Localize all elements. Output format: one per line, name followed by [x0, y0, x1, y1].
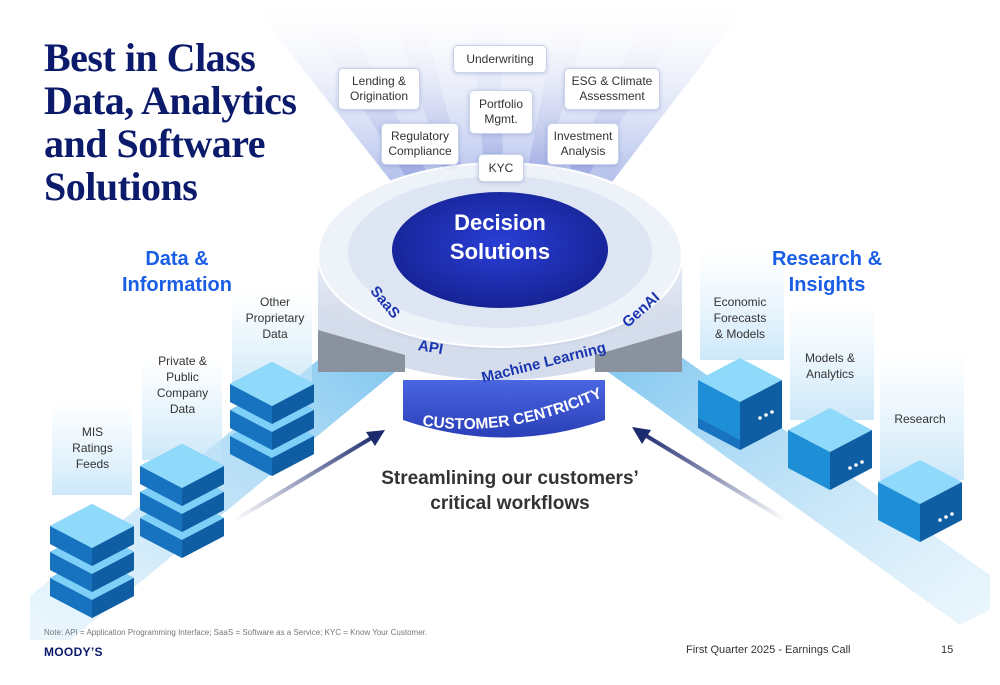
workflow-regulatory: Regulatory Compliance [381, 123, 459, 165]
workflow-kyc: KYC [478, 154, 524, 182]
right-item-models: Models & Analytics [804, 351, 856, 381]
core-label: Decision Solutions [449, 210, 551, 264]
workflow-portfolio: Portfolio Mgmt. [469, 90, 533, 134]
left-stack-1 [50, 400, 134, 618]
left-item-mis: MIS Ratings Feeds [72, 425, 113, 471]
footnote: Note: API = Application Programming Inte… [44, 628, 428, 637]
core-disc [392, 192, 608, 308]
left-arrow [233, 432, 380, 522]
ring-term-api: API [417, 337, 445, 358]
workflow-investment: Investment Analysis [547, 123, 619, 165]
workflow-lending: Lending & Origination [338, 68, 420, 110]
right-item-research: Research [894, 412, 946, 426]
right-server-2 [788, 300, 874, 490]
title-line-2: Data, Analytics [44, 78, 297, 123]
left-section-header: Data & Information [122, 248, 232, 296]
footer-text: First Quarter 2025 - Earnings Call [686, 644, 851, 656]
tagline: Streamlining our customers’ critical wor… [381, 468, 639, 514]
right-item-economic: Economic Forecasts & Models [713, 295, 767, 341]
right-server-1 [698, 250, 784, 450]
title-line-1: Best in Class [44, 35, 256, 80]
workflow-underwriting: Underwriting [453, 45, 547, 73]
left-stack-3 [230, 290, 314, 476]
workflow-esg: ESG & Climate Assessment [564, 68, 660, 110]
slide-title: Best in Class Data, Analytics and Softwa… [44, 36, 344, 208]
banner-shape [403, 380, 605, 438]
moodys-logo: MOODY’S [44, 645, 103, 659]
page-number: 15 [941, 644, 954, 656]
right-arrow [638, 430, 787, 522]
right-section-header: Research & Insights [771, 248, 883, 296]
title-line-3: and Software [44, 121, 266, 166]
title-line-4: Solutions [44, 164, 198, 209]
left-item-proprietary: Other Proprietary Data [245, 295, 305, 341]
left-stack-2 [140, 355, 224, 558]
left-item-company-data: Private & Public Company Data [156, 354, 209, 416]
right-server-3 [878, 350, 964, 542]
